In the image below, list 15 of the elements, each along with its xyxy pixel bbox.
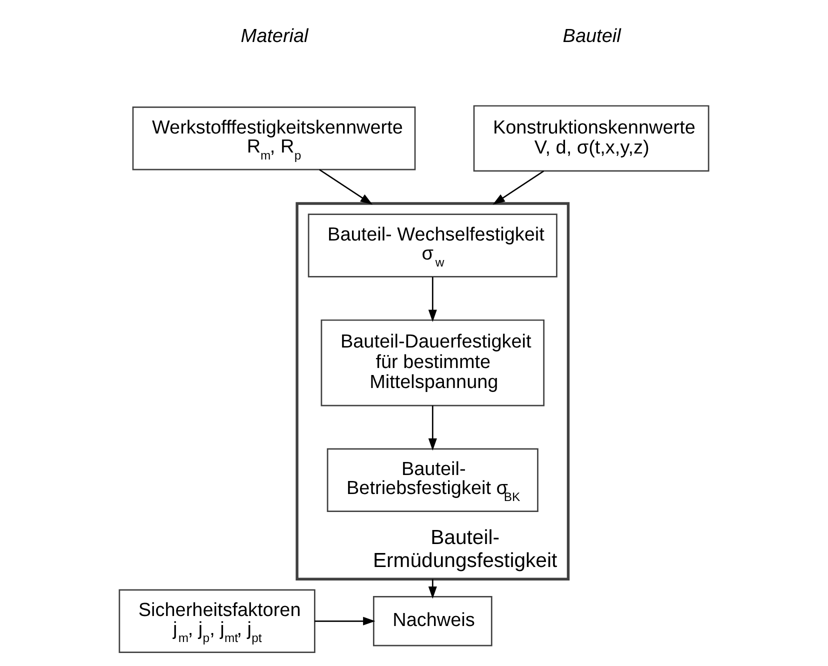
node-box: Sicherheitsfaktoren j$_{m}$, j$_{p}$, j$_{mt}$, j$_{pt}$ [118, 589, 316, 653]
node-box: Bauteil- Betriebsfestigkeit σ$_{BK}$ [326, 448, 538, 512]
arrow [492, 170, 544, 205]
label: Material [240, 26, 308, 47]
node-box: Konstruktionskennwerte V, d, σ(t,x,y,z) [473, 105, 710, 172]
arrow [314, 616, 376, 626]
node-box: Bauteil- Wechselfestigkeit σ$_{w}$ [308, 214, 558, 278]
node-box: Bauteil-Dauerfestigkeit für bestimmte Mittelspannung [320, 319, 544, 406]
node-box: Werkstofffestigkeitskennwerte R$_{m}$, R$_{p}$ [132, 106, 416, 170]
arrow [319, 169, 373, 205]
arrow [428, 406, 437, 451]
label: Bauteil [562, 26, 621, 47]
arrow [428, 579, 437, 599]
node-box: Nachweis [372, 596, 492, 646]
arrow [428, 277, 437, 322]
